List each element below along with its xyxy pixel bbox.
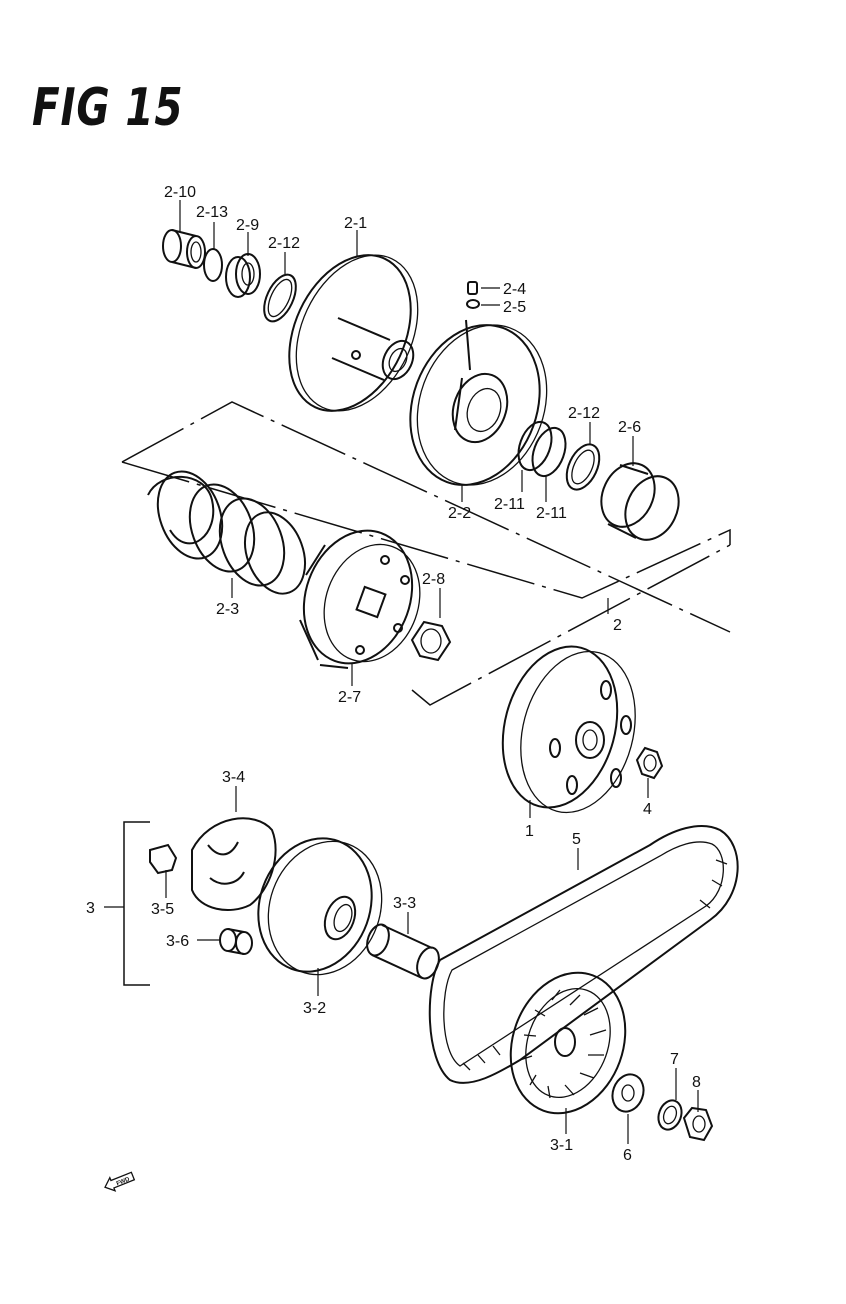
callout-2-5: 2-5 xyxy=(503,299,526,316)
callout-2-6: 2-6 xyxy=(618,419,641,436)
callout-4: 4 xyxy=(643,801,652,818)
sheave-2-2 xyxy=(409,319,548,486)
callout-3-5: 3-5 xyxy=(151,901,174,918)
o-ring-2-11-a xyxy=(517,420,553,472)
callout-3-2: 3-2 xyxy=(303,1000,326,1017)
callout-2-4: 2-4 xyxy=(503,281,526,298)
o-ring-2-12-upper xyxy=(263,273,297,323)
needle-bearing-2-10 xyxy=(162,229,206,269)
callout-labels: 2-10 2-13 2-9 2-12 2-1 2-4 2-5 2-12 2-6 … xyxy=(86,184,701,1164)
callout-3: 3 xyxy=(86,900,95,917)
callout-2-1: 2-1 xyxy=(344,215,367,232)
callout-2-7: 2-7 xyxy=(338,689,361,706)
callout-2-11-a: 2-11 xyxy=(494,496,525,513)
spring-2-3 xyxy=(147,470,306,595)
callout-2-12-upper: 2-12 xyxy=(268,235,300,252)
callout-1: 1 xyxy=(525,823,534,840)
callout-2-12-lower: 2-12 xyxy=(568,405,600,422)
callout-5: 5 xyxy=(572,831,581,848)
callout-2-11-b: 2-11 xyxy=(536,505,567,522)
drive-face-3-2 xyxy=(257,837,383,976)
callout-2-9: 2-9 xyxy=(236,217,259,234)
callout-2-13: 2-13 xyxy=(196,204,228,221)
callout-8: 8 xyxy=(692,1074,701,1091)
nut-2-8 xyxy=(410,620,452,662)
callout-2: 2 xyxy=(613,617,622,634)
o-ring-2-12-lower xyxy=(565,443,601,491)
callout-3-1: 3-1 xyxy=(550,1137,573,1154)
bearing-2-9 xyxy=(225,253,261,298)
callout-2-10: 2-10 xyxy=(164,184,196,201)
ramp-plate-3-4 xyxy=(191,817,277,911)
drive-belt-5 xyxy=(428,825,739,1084)
cam-2-6 xyxy=(600,462,680,541)
nut-4 xyxy=(635,746,664,780)
drive-face-fan-3-1 xyxy=(509,971,627,1115)
washer-2-5 xyxy=(466,299,480,309)
roller-3-6 xyxy=(219,928,253,955)
callout-3-4: 3-4 xyxy=(222,769,245,786)
assembly-3-bracket xyxy=(104,821,150,986)
callout-3-3: 3-3 xyxy=(393,895,416,912)
clutch-shoe-2-7 xyxy=(299,529,421,669)
callout-2-3: 2-3 xyxy=(216,601,239,618)
fwd-arrow-icon: FWD xyxy=(104,1171,136,1192)
washer-7 xyxy=(657,1099,683,1131)
assembly-2-frame xyxy=(121,401,731,706)
callout-3-6: 3-6 xyxy=(166,933,189,950)
callout-7: 7 xyxy=(670,1051,679,1068)
callout-6: 6 xyxy=(623,1147,632,1164)
pin-2-4 xyxy=(467,281,478,295)
fwd-label: FWD xyxy=(116,1176,132,1187)
slide-piece-3-5 xyxy=(149,843,178,875)
callout-2-2: 2-2 xyxy=(448,505,471,522)
callout-2-8: 2-8 xyxy=(422,571,445,588)
nut-8 xyxy=(682,1106,714,1142)
o-ring-2-11-b xyxy=(531,426,567,478)
clutch-housing-1 xyxy=(501,645,636,814)
circlip-2-13 xyxy=(203,248,223,282)
figure-title: FIG 15 xyxy=(32,78,184,138)
leader-lines xyxy=(165,200,699,1144)
sheave-2-1 xyxy=(288,254,419,412)
washer-6 xyxy=(611,1073,645,1113)
